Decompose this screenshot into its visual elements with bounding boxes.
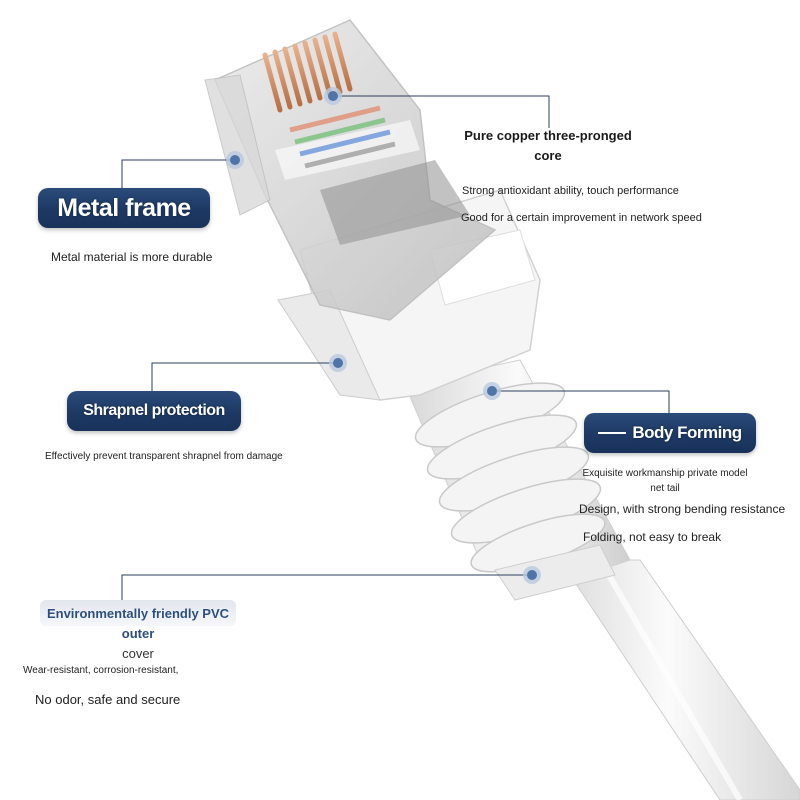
- body-forming-desc-line1: Exquisite workmanship private model: [582, 468, 748, 479]
- inner-wires: [289, 105, 396, 169]
- body-forming-tag: Body Forming: [584, 413, 756, 453]
- metal-frame-desc: Metal material is more durable: [51, 250, 213, 264]
- cable: [559, 558, 800, 800]
- body-forming-desc-line3: Design, with strong bending resistance: [579, 502, 786, 516]
- pvc-title-backdrop: [40, 600, 236, 626]
- metal-frame-title: Metal frame: [57, 193, 191, 222]
- copper-core-title-line2: core: [534, 148, 562, 163]
- metal-frame-tag: Metal frame: [38, 188, 210, 228]
- body-forming-desc-line4: Folding, not easy to break: [583, 530, 722, 544]
- shrapnel-tag: Shrapnel protection: [67, 391, 241, 431]
- body-forming-title: Body Forming: [632, 423, 742, 442]
- dash-decoration: [598, 432, 627, 434]
- pvc-cover-title: Environmentally friendly PVC outer cover: [38, 604, 238, 664]
- copper-core-desc-line2: Good for a certain improvement in networ…: [461, 212, 702, 224]
- pvc-cover-desc-line1: Wear-resistant, corrosion-resistant,: [23, 665, 179, 676]
- copper-pins: [262, 31, 353, 113]
- copper-core-title: Pure copper three-pronged core: [458, 126, 638, 166]
- shrapnel-desc: Effectively prevent transparent shrapnel…: [45, 451, 283, 462]
- body-forming-desc-top: Exquisite workmanship private model net …: [580, 466, 750, 496]
- pvc-cover-title-line1: Environmentally friendly PVC outer: [46, 606, 230, 641]
- pvc-cover-desc-line2: No odor, safe and secure: [35, 692, 181, 707]
- copper-core-desc-line1: Strong antioxidant ability, touch perfor…: [462, 185, 679, 197]
- shrapnel-title: Shrapnel protection: [83, 402, 225, 419]
- pvc-cover-title-line2: cover: [122, 646, 154, 661]
- leader-lines: [121, 95, 670, 600]
- body-forming-desc-line2: net tail: [650, 483, 680, 494]
- callout-dots: [226, 87, 541, 584]
- copper-core-title-line1: Pure copper three-pronged: [464, 128, 632, 143]
- strain-relief-boot: [404, 359, 631, 601]
